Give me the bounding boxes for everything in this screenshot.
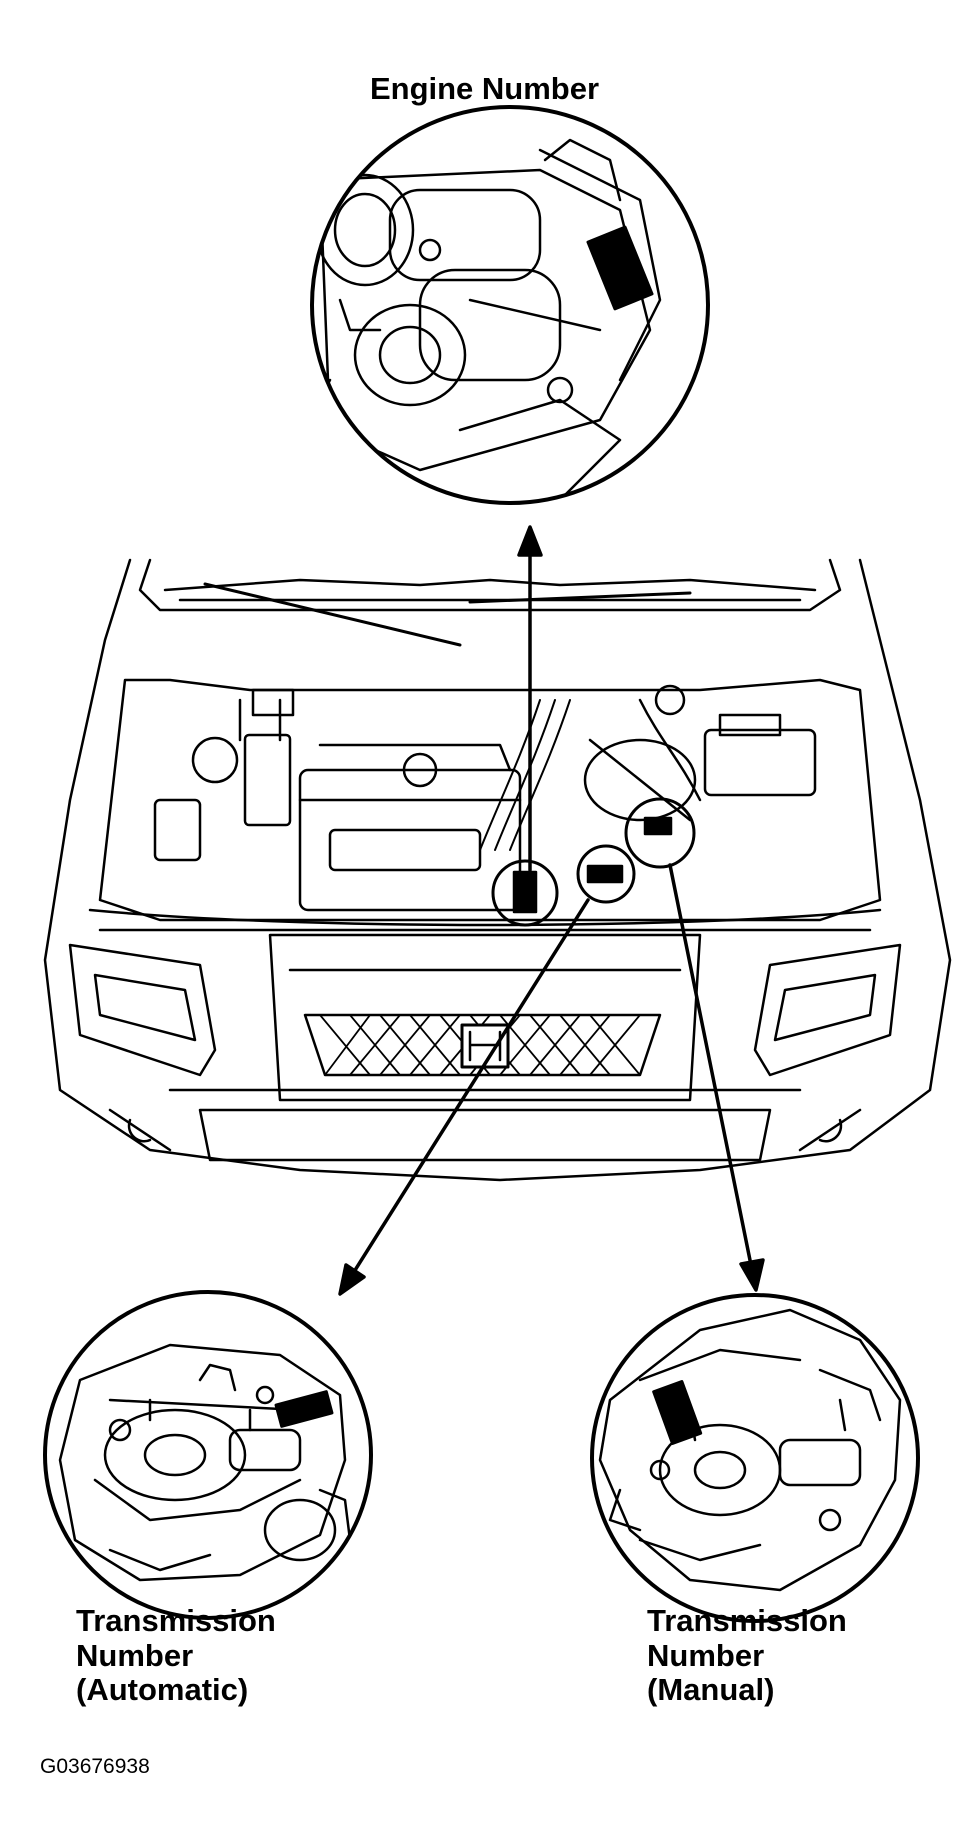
- manual-label-line-1: Transmission: [647, 1603, 847, 1638]
- auto-label-line-3: (Automatic): [76, 1672, 249, 1708]
- automatic-transmission-drawing: [58, 1343, 352, 1582]
- auto-label-line-2: Number: [76, 1637, 194, 1673]
- manual-arrowhead: [739, 1258, 765, 1292]
- automatic-transmission-callout: [43, 1290, 373, 1620]
- engine-number-location: [491, 859, 559, 927]
- leader-arrows: [338, 525, 765, 1296]
- manual-label-line-2: Number: [647, 1637, 765, 1673]
- manual-number-marker: [652, 1379, 703, 1445]
- manual-leader-line: [668, 863, 754, 1272]
- transmission-manual-label: Transmission Number (Manual): [647, 1603, 847, 1708]
- engine-number-marker: [586, 225, 654, 311]
- auto-label-line-1: Transmission: [76, 1603, 276, 1638]
- auto-arrowhead: [338, 1263, 366, 1296]
- figure-id: G03676938: [40, 1755, 150, 1778]
- engine-detail-circle: [310, 105, 710, 505]
- transmission-automatic-label: Transmission Number (Automatic): [76, 1603, 276, 1708]
- auto-leader-line: [350, 898, 590, 1277]
- engine-number-label: Engine Number: [369, 71, 600, 106]
- manual-transmission-drawing: [598, 1308, 902, 1592]
- engine-arrowhead: [517, 525, 543, 557]
- engine-starter-drawing: [312, 138, 662, 502]
- vehicle-front-view: [43, 558, 952, 1182]
- manual-transmission-location: [624, 797, 696, 869]
- automatic-transmission-location: [576, 844, 636, 904]
- manual-transmission-callout: [590, 1293, 920, 1623]
- manual-label-line-3: (Manual): [647, 1672, 775, 1708]
- automatic-number-marker: [274, 1390, 334, 1428]
- engine-detail-callout: [310, 105, 710, 505]
- manual-detail-circle: [590, 1293, 920, 1623]
- automatic-detail-circle: [43, 1290, 373, 1620]
